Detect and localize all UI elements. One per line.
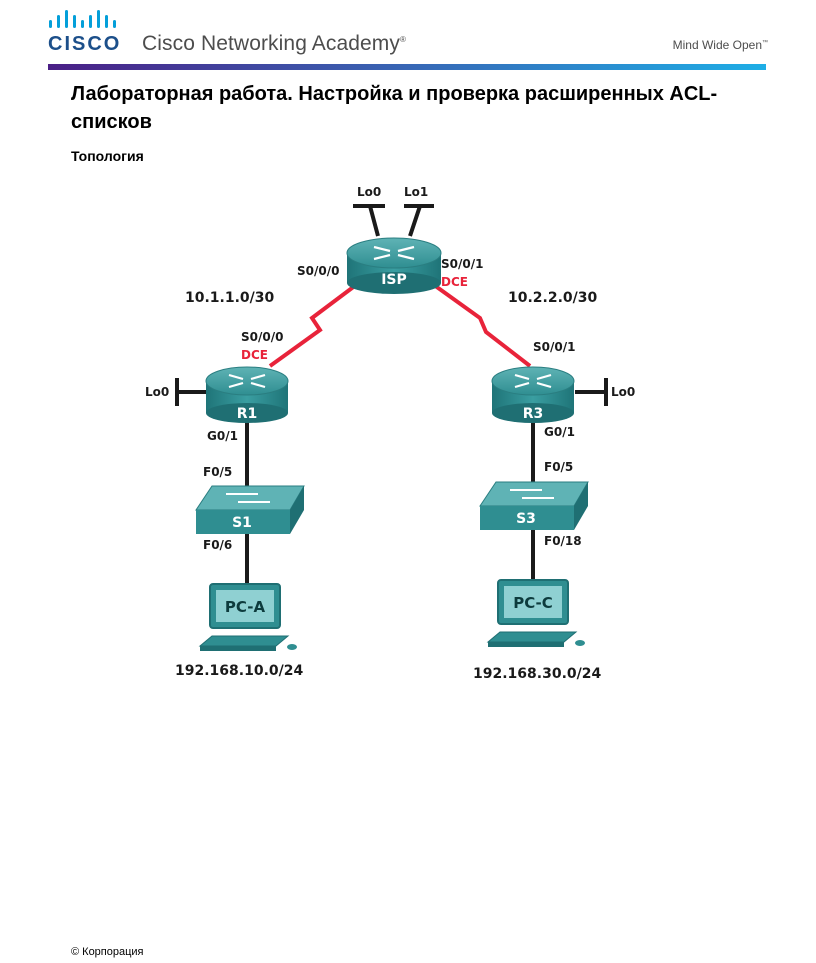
s1-switch: S1 bbox=[195, 485, 305, 534]
pc-a-computer: PC-A bbox=[198, 583, 297, 651]
footer-copyright: © Корпорация bbox=[71, 946, 144, 958]
r1-label: R1 bbox=[237, 406, 258, 422]
isp-lo1-wire bbox=[408, 205, 422, 237]
isp-s000-label: S0/0/0 bbox=[297, 264, 339, 278]
isp-router: ISP bbox=[346, 237, 442, 294]
r1-dce-label: DCE bbox=[241, 348, 268, 362]
isp-label: ISP bbox=[381, 272, 407, 288]
lan-left-label: 192.168.10.0/24 bbox=[175, 663, 303, 679]
isp-lo0-wire bbox=[368, 205, 380, 237]
r1-router: R1 bbox=[205, 366, 289, 423]
cisco-logo: CISCO bbox=[48, 10, 121, 55]
r3-s001-label: S0/0/1 bbox=[533, 340, 575, 354]
r3-label: R3 bbox=[523, 406, 544, 422]
s3-f018-label: F0/18 bbox=[544, 534, 582, 548]
serial-link-isp-r3 bbox=[432, 283, 532, 368]
page-title: Лабораторная работа. Настройка и проверк… bbox=[71, 83, 718, 133]
net-left-label: 10.1.1.0/30 bbox=[185, 290, 275, 306]
lan-right-label: 192.168.30.0/24 bbox=[473, 666, 601, 682]
r3-router: R3 bbox=[491, 366, 575, 423]
isp-s001-label: S0/0/1 bbox=[441, 257, 483, 271]
serial-link-r1-isp bbox=[268, 283, 358, 368]
r1-lo0-label: Lo0 bbox=[145, 385, 169, 399]
academy-title: Cisco Networking Academy® bbox=[142, 32, 406, 55]
r3-g01-label: G0/1 bbox=[544, 425, 575, 439]
section-heading: Топология bbox=[71, 148, 144, 164]
header-divider bbox=[48, 64, 766, 70]
s3-label: S3 bbox=[516, 511, 536, 527]
s3-f05-label: F0/5 bbox=[544, 460, 573, 474]
topology-diagram: ISP R1 R3 S1 bbox=[145, 185, 635, 682]
r1-s000-label: S0/0/0 bbox=[241, 330, 283, 344]
pc-a-label: PC-A bbox=[225, 598, 266, 616]
isp-lo0-label: Lo0 bbox=[357, 185, 381, 199]
net-right-label: 10.2.2.0/30 bbox=[508, 290, 598, 306]
s1-f05-label: F0/5 bbox=[203, 465, 232, 479]
pc-c-label: PC-C bbox=[513, 594, 553, 612]
isp-dce-label: DCE bbox=[441, 275, 468, 289]
s1-f06-label: F0/6 bbox=[203, 538, 232, 552]
isp-lo1-label: Lo1 bbox=[404, 185, 428, 199]
pc-c-computer: PC-C bbox=[486, 579, 585, 647]
r3-lo0-label: Lo0 bbox=[611, 385, 635, 399]
cisco-logo-text: CISCO bbox=[48, 33, 121, 55]
r1-g01-label: G0/1 bbox=[207, 429, 238, 443]
s3-switch: S3 bbox=[479, 481, 589, 530]
tagline: Mind Wide Open™ bbox=[672, 38, 768, 52]
s1-label: S1 bbox=[232, 515, 252, 531]
